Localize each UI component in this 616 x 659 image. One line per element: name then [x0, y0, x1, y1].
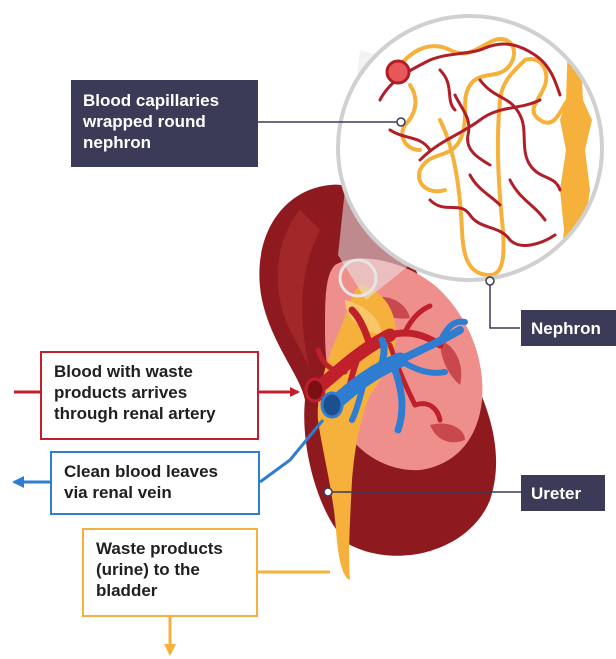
label-line: wrapped round	[83, 111, 246, 132]
glomerulus	[387, 61, 409, 83]
ureter-dot	[324, 488, 332, 496]
label-urine: Waste products (urine) to the bladder	[82, 528, 258, 617]
capillaries-dot	[397, 118, 405, 126]
label-line: Waste products	[96, 538, 244, 559]
artery-opening	[306, 379, 324, 401]
label-line: Nephron	[531, 318, 606, 339]
label-line: Blood capillaries	[83, 90, 246, 111]
label-renal-vein: Clean blood leaves via renal vein	[50, 451, 260, 515]
label-line: Ureter	[531, 483, 595, 504]
label-ureter: Ureter	[521, 475, 605, 511]
label-renal-artery: Blood with waste products arrives throug…	[40, 351, 259, 440]
label-line: bladder	[96, 580, 244, 601]
label-line: Blood with waste	[54, 361, 245, 382]
label-line: through renal artery	[54, 403, 245, 424]
label-line: via renal vein	[64, 482, 246, 503]
vein-opening	[322, 393, 342, 417]
label-line: (urine) to the	[96, 559, 244, 580]
label-nephron: Nephron	[521, 310, 616, 346]
label-line: nephron	[83, 132, 246, 153]
nephron-dot	[486, 277, 494, 285]
label-line: Clean blood leaves	[64, 461, 246, 482]
nephron-leader	[490, 282, 520, 328]
label-line: products arrives	[54, 382, 245, 403]
label-blood-capillaries: Blood capillaries wrapped round nephron	[71, 80, 258, 167]
